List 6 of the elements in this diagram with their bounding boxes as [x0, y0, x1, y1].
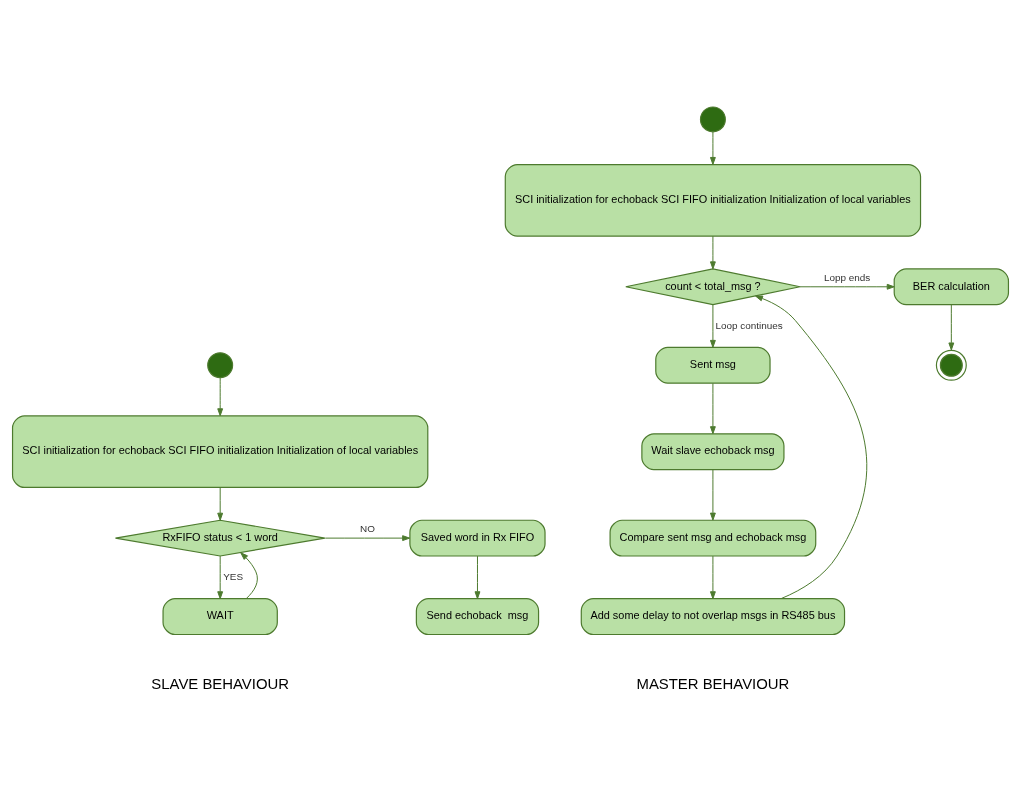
edge-label: Loop continues	[715, 319, 783, 331]
label: SLAVE BEHAVIOUR	[151, 675, 289, 692]
edge-label: YES	[223, 570, 244, 582]
edge-label: NO	[359, 523, 375, 535]
edge-label: Lopp ends	[823, 271, 871, 283]
label: MASTER BEHAVIOUR	[636, 675, 790, 692]
